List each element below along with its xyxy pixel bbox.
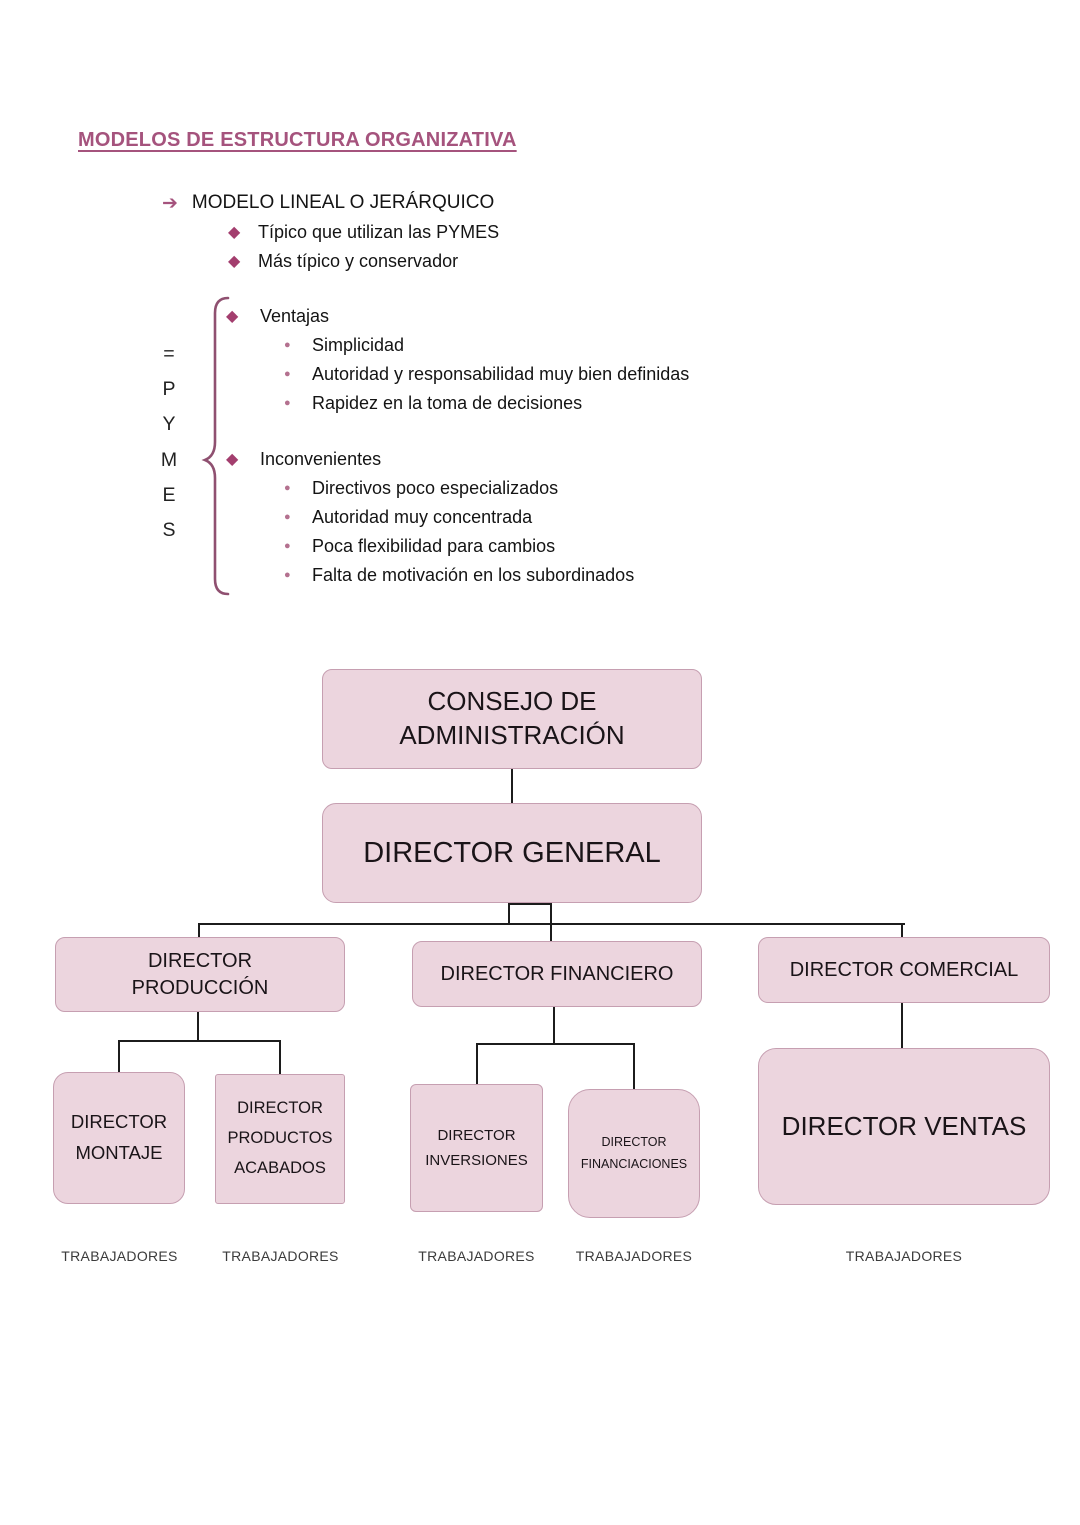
workers-label: TRABAJADORES	[575, 1248, 693, 1264]
dot-bullet-icon: ●	[284, 540, 291, 552]
dot-bullet-icon: ●	[284, 339, 291, 351]
ventajas-item: ● Simplicidad	[226, 331, 689, 360]
connector-notch	[508, 903, 552, 923]
pymes-letter: E	[162, 483, 176, 506]
pymes-letter: M	[160, 448, 178, 471]
inconvenientes-item-text: Falta de motivación en los subordinados	[312, 565, 635, 585]
org-node-director-ventas: DIRECTOR VENTAS	[758, 1048, 1050, 1205]
org-node-consejo-administracion: CONSEJO DE ADMINISTRACIÓN	[322, 669, 702, 769]
ventajas-item-text: Simplicidad	[312, 335, 405, 355]
org-node-label: DIRECTOR MONTAJE	[70, 1111, 168, 1163]
connector-line	[279, 1042, 281, 1074]
org-node-label: DIRECTOR PRODUCCIÓN	[131, 949, 269, 999]
connector-line	[118, 1040, 281, 1042]
diamond-bullet-icon: ◆	[226, 307, 239, 325]
org-node-label: DIRECTOR INVERSIONES	[425, 1126, 528, 1170]
connector-line	[511, 769, 513, 803]
connector-line	[550, 923, 552, 941]
org-node-director-productos-acabados: DIRECTOR PRODUCTOS ACABADOS	[215, 1074, 345, 1204]
ventajas-item: ● Rapidez en la toma de decisiones	[226, 389, 689, 418]
ventajas-item: ● Autoridad y responsabilidad muy bien d…	[226, 360, 689, 389]
diamond-bullet-icon: ◆	[226, 450, 239, 468]
org-node-label: CONSEJO DE ADMINISTRACIÓN	[399, 686, 625, 750]
dot-bullet-icon: ●	[284, 368, 291, 380]
inconvenientes-item: ● Autoridad muy concentrada	[226, 503, 634, 532]
workers-label: TRABAJADORES	[61, 1248, 178, 1264]
org-node-director-inversiones: DIRECTOR INVERSIONES	[410, 1084, 543, 1212]
org-node-director-comercial: DIRECTOR COMERCIAL	[758, 937, 1050, 1003]
intro-point: ◆ Típico que utilizan las PYMES	[162, 218, 499, 247]
org-node-director-financiero: DIRECTOR FINANCIERO	[412, 941, 702, 1007]
org-node-label: DIRECTOR COMERCIAL	[789, 958, 1019, 981]
connector-line	[476, 1045, 478, 1084]
pymes-letter: P	[162, 378, 176, 401]
workers-label: TRABAJADORES	[845, 1248, 963, 1264]
diamond-bullet-icon: ◆	[228, 223, 241, 241]
pymes-letter: =	[163, 343, 175, 365]
dot-bullet-icon: ●	[284, 569, 291, 581]
ventajas-label: Ventajas	[260, 306, 330, 326]
org-node-director-montaje: DIRECTOR MONTAJE	[53, 1072, 185, 1204]
connector-line	[197, 1012, 199, 1040]
connector-line	[198, 925, 200, 937]
connector-line	[901, 925, 903, 937]
inconvenientes-item-text: Autoridad muy concentrada	[312, 507, 533, 527]
org-node-director-produccion: DIRECTOR PRODUCCIÓN	[55, 937, 345, 1012]
pymes-letter: Y	[162, 413, 176, 436]
inconvenientes-item: ● Poca flexibilidad para cambios	[226, 532, 634, 561]
intro-point-text: Típico que utilizan las PYMES	[258, 222, 500, 242]
org-node-label: DIRECTOR GENERAL	[363, 836, 661, 869]
ventajas-header: ◆ Ventajas	[226, 302, 689, 331]
pymes-vertical-label: = P Y M E S	[154, 337, 184, 548]
inconvenientes-item: ● Falta de motivación en los subordinado…	[226, 561, 634, 590]
curly-brace-icon	[201, 296, 230, 596]
connector-line	[633, 1045, 635, 1089]
org-node-label: DIRECTOR FINANCIACIONES	[580, 1134, 688, 1171]
pymes-letter: S	[162, 519, 176, 542]
org-node-director-financiaciones: DIRECTOR FINANCIACIONES	[568, 1089, 700, 1218]
diamond-bullet-icon: ◆	[228, 252, 241, 270]
inconvenientes-section: ◆ Inconvenientes ● Directivos poco espec…	[226, 445, 634, 590]
model-heading: MODELO LINEAL O JERÁRQUICO	[191, 192, 495, 213]
dot-bullet-icon: ●	[284, 511, 291, 523]
inconvenientes-item-text: Directivos poco especializados	[312, 478, 559, 498]
intro-point: ◆ Más típico y conservador	[162, 247, 499, 276]
inconvenientes-item: ● Directivos poco especializados	[226, 474, 634, 503]
model-heading-row: ➔ MODELO LINEAL O JERÁRQUICO	[162, 188, 499, 218]
ventajas-item-text: Autoridad y responsabilidad muy bien def…	[312, 364, 690, 384]
page-title: MODELOS DE ESTRUCTURA ORGANIZATIVA	[78, 129, 517, 151]
connector-line	[476, 1043, 635, 1045]
dot-bullet-icon: ●	[284, 397, 291, 409]
workers-label: TRABAJADORES	[222, 1248, 339, 1264]
intro-block: ➔ MODELO LINEAL O JERÁRQUICO ◆ Típico qu…	[162, 188, 499, 276]
org-node-director-general: DIRECTOR GENERAL	[322, 803, 702, 903]
connector-line	[553, 1007, 555, 1043]
workers-label: TRABAJADORES	[418, 1248, 535, 1264]
arrow-icon: ➔	[162, 192, 178, 214]
intro-point-text: Más típico y conservador	[258, 251, 459, 271]
connector-line	[118, 1042, 120, 1072]
inconvenientes-item-text: Poca flexibilidad para cambios	[312, 536, 556, 556]
inconvenientes-header: ◆ Inconvenientes	[226, 445, 634, 474]
dot-bullet-icon: ●	[284, 482, 291, 494]
connector-line	[901, 1003, 903, 1048]
org-node-label: DIRECTOR FINANCIERO	[440, 962, 674, 985]
org-node-label: DIRECTOR VENTAS	[781, 1111, 1027, 1141]
ventajas-item-text: Rapidez en la toma de decisiones	[312, 393, 583, 413]
inconvenientes-label: Inconvenientes	[260, 449, 382, 469]
org-node-label: DIRECTOR PRODUCTOS ACABADOS	[227, 1099, 333, 1177]
ventajas-section: ◆ Ventajas ● Simplicidad ● Autoridad y r…	[226, 302, 689, 418]
